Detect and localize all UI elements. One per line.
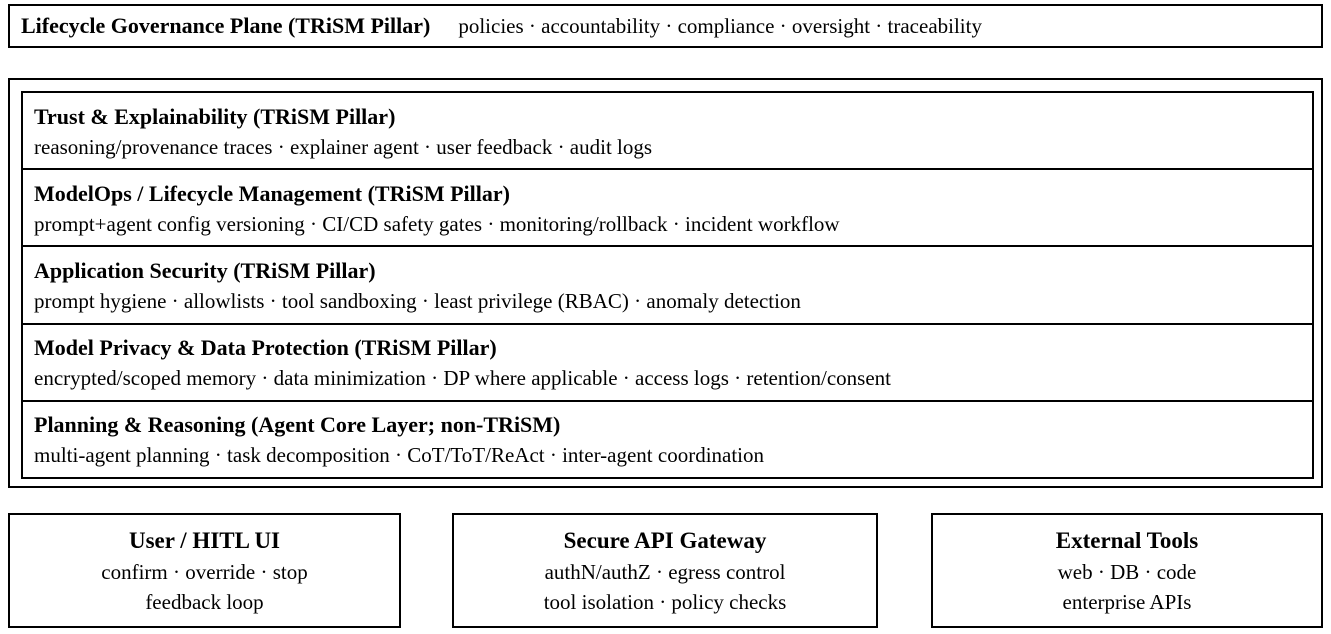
layer-detail: reasoning/provenance traces · explainer … (34, 134, 653, 159)
layer-stack-outer-box: Trust & Explainability (TRiSM Pillar) re… (8, 78, 1323, 488)
layer-row-model-privacy-data-protection: Model Privacy & Data Protection (TRiSM P… (23, 325, 1312, 402)
bottom-box-detail-line-2: enterprise APIs (1062, 589, 1192, 614)
bottom-box-user-hitl-ui: User / HITL UI confirm · override · stop… (8, 513, 401, 628)
layer-stack-inner-box: Trust & Explainability (TRiSM Pillar) re… (21, 91, 1314, 479)
governance-plane-box: Lifecycle Governance Plane (TRiSM Pillar… (8, 4, 1323, 48)
layer-title: Application Security (TRiSM Pillar) (34, 258, 376, 283)
layer-title: Planning & Reasoning (Agent Core Layer; … (34, 412, 561, 438)
bottom-box-detail-line-2: tool isolation · policy checks (543, 589, 787, 614)
layer-row-application-security: Application Security (TRiSM Pillar) prom… (23, 247, 1312, 325)
layer-detail: encrypted/scoped memory · data minimizat… (34, 366, 892, 391)
layer-row-trust-explainability: Trust & Explainability (TRiSM Pillar) re… (23, 93, 1312, 171)
layer-row-modelops-lifecycle: ModelOps / Lifecycle Management (TRiSM P… (23, 170, 1312, 248)
bottom-box-title: Secure API Gateway (563, 527, 767, 553)
bottom-box-detail-line-1: authN/authZ · egress control (544, 559, 786, 584)
bottom-box-title: External Tools (1055, 527, 1199, 553)
bottom-box-external-tools: External Tools web · DB · code enterpris… (931, 513, 1323, 628)
layer-detail: multi-agent planning · task decompositio… (34, 443, 765, 468)
layer-title: Model Privacy & Data Protection (TRiSM P… (34, 335, 497, 361)
bottom-box-detail-line-2: feedback loop (145, 589, 264, 614)
layer-row-planning-reasoning: Planning & Reasoning (Agent Core Layer; … (23, 402, 1312, 477)
layer-title: Trust & Explainability (TRiSM Pillar) (34, 103, 396, 129)
governance-plane-title: Lifecycle Governance Plane (TRiSM Pillar… (21, 13, 431, 38)
bottom-box-detail-line-1: confirm · override · stop (101, 559, 308, 584)
bottom-box-secure-api-gateway: Secure API Gateway authN/authZ · egress … (452, 513, 878, 628)
layer-detail: prompt+agent config versioning · CI/CD s… (34, 211, 840, 236)
layer-title: ModelOps / Lifecycle Management (TRiSM P… (34, 180, 510, 206)
layer-detail: prompt hygiene · allowlists · tool sandb… (34, 289, 801, 313)
governance-plane-detail: policies · accountability · compliance ·… (458, 14, 982, 38)
bottom-box-detail-line-1: web · DB · code (1057, 559, 1197, 584)
bottom-box-title: User / HITL UI (128, 527, 281, 553)
